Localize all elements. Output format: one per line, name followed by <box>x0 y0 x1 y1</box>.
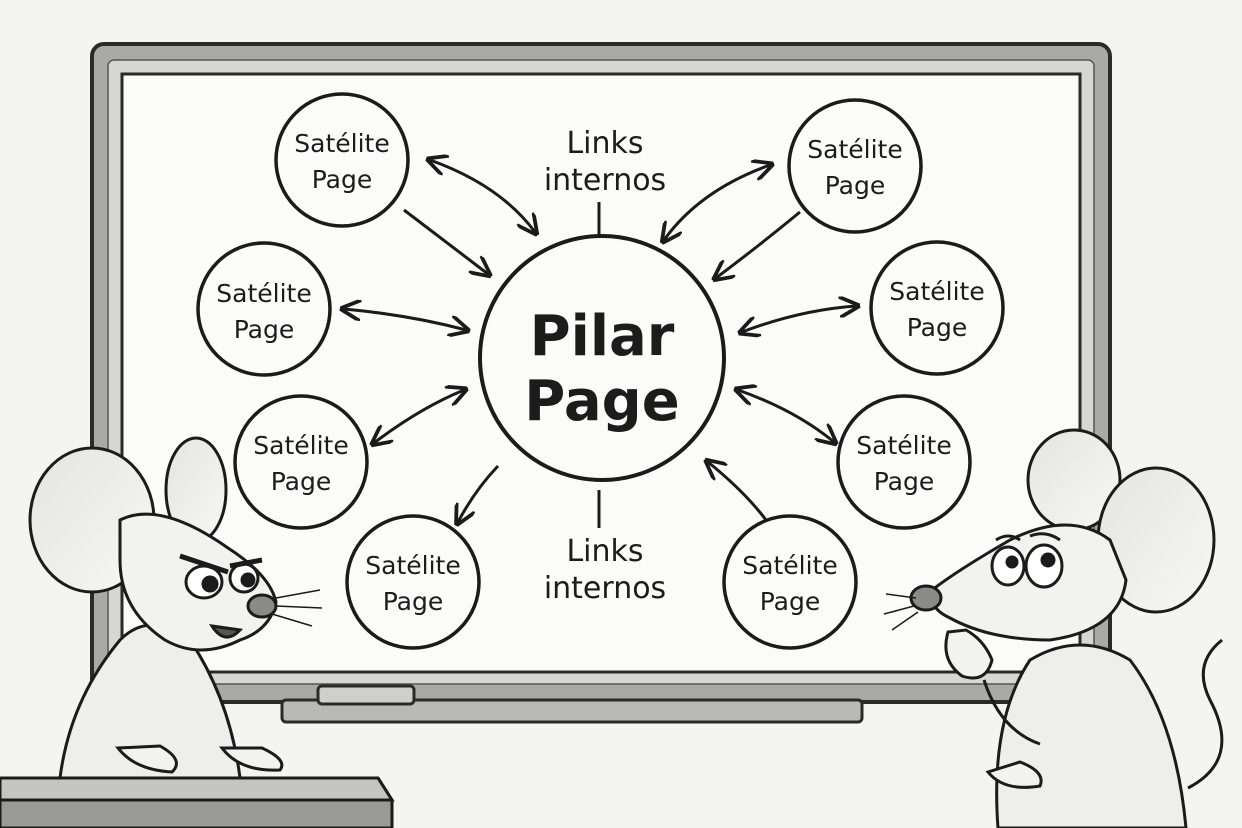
links-top-line2: internos <box>544 163 666 198</box>
satellite-label-line2: Page <box>760 587 821 616</box>
arrow-sat2-to-pillar <box>716 210 801 278</box>
pillar-circle <box>478 234 726 482</box>
satellite-label-line2: Page <box>271 467 332 496</box>
thinking-mouse-hand-chin <box>944 628 994 680</box>
angry-mouse-mouth <box>208 624 244 639</box>
link-arrows <box>344 160 856 528</box>
arrow-sat2-to-top-link <box>664 165 770 240</box>
eraser <box>316 684 416 706</box>
thinking-mouse-brow <box>995 532 1061 542</box>
satellite-label-line1: Satélite <box>216 279 311 308</box>
arrow-sat1-to-pillar <box>403 208 488 274</box>
satellite-label-line1: Satélite <box>856 431 951 460</box>
satellite-node-5: Satélite Page <box>233 394 369 530</box>
marker-tray <box>280 698 864 724</box>
angry-mouse-hand-right <box>218 746 284 772</box>
pillar-title-line1: Pilar <box>530 304 675 369</box>
satellite-node-4: Satélite Page <box>869 240 1005 376</box>
satellite-node-6: Satélite Page <box>836 394 972 530</box>
satellite-label-line1: Satélite <box>807 135 902 164</box>
angry-mouse-whiskers <box>271 589 323 627</box>
satellite-label-line2: Page <box>825 171 886 200</box>
thinking-mouse-hand-lower <box>985 760 1043 789</box>
satellite-label-line2: Page <box>874 467 935 496</box>
satellite-label-line2: Page <box>907 313 968 342</box>
arrow-pillar-to-sat7 <box>458 464 500 522</box>
satellite-label-line1: Satélite <box>742 551 837 580</box>
links-label-bottom: Links internos <box>544 534 666 606</box>
satellite-node-3: Satélite Page <box>196 241 332 377</box>
thinking-mouse-tail <box>1187 638 1224 790</box>
arrow-sat1-to-top-link <box>430 160 535 232</box>
arrow-sat6-pillar <box>738 390 834 442</box>
satellite-node-7: Satélite Page <box>345 514 481 650</box>
satellite-label-line2: Page <box>383 587 444 616</box>
links-bottom-line1: Links <box>566 534 643 569</box>
links-top-line1: Links <box>566 126 643 161</box>
angry-mouse-nose <box>246 593 278 619</box>
links-bottom-line2: internos <box>544 571 666 606</box>
thinking-mouse-arm <box>982 679 1041 746</box>
desk <box>0 776 395 828</box>
angry-mouse-brow <box>179 553 263 575</box>
arrow-sat4-pillar <box>742 306 856 332</box>
angry-mouse-character <box>28 436 323 780</box>
satellite-node-1: Satélite Page <box>274 92 410 228</box>
thinking-mouse-character <box>883 428 1224 828</box>
arrow-sat3-pillar <box>344 309 466 330</box>
satellite-label-line2: Page <box>234 315 295 344</box>
thinking-mouse-head <box>929 523 1128 642</box>
thinking-mouse-body <box>995 643 1188 828</box>
arrow-sat8-to-pillar <box>708 462 768 521</box>
angry-mouse-hand-left <box>115 744 178 774</box>
satellite-node-8: Satélite Page <box>722 514 858 650</box>
satellite-label-line1: Satélite <box>889 277 984 306</box>
satellite-label-line1: Satélite <box>253 431 348 460</box>
satellite-node-2: Satélite Page <box>787 98 923 234</box>
pillar-node: Pilar Page <box>478 234 726 482</box>
pillar-title-line2: Page <box>524 369 679 434</box>
links-label-top: Links internos <box>544 126 666 198</box>
satellite-label-line1: Satélite <box>294 129 389 158</box>
satellite-label-line1: Satélite <box>365 551 460 580</box>
satellite-label-line2: Page <box>312 165 373 194</box>
arrow-sat5-pillar <box>374 390 464 443</box>
thinking-mouse-whiskers <box>883 593 919 631</box>
